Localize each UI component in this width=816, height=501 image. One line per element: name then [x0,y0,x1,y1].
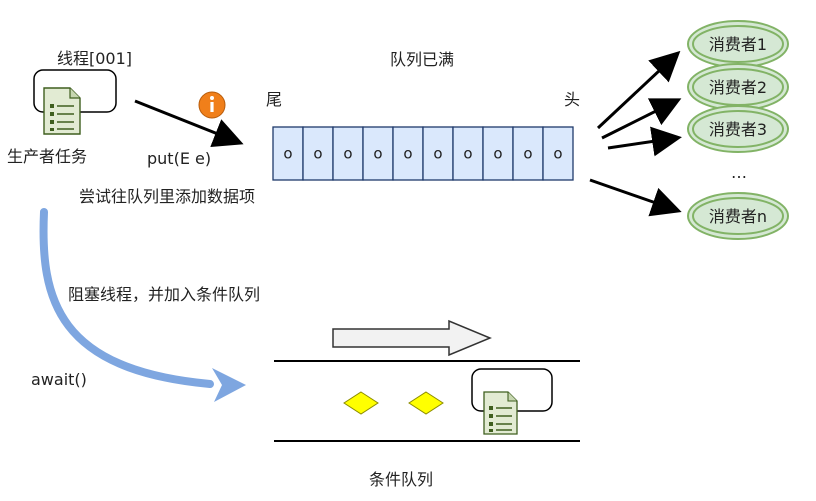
consumer-ellipsis: … [731,163,747,182]
queue-tail-label: 尾 [266,90,283,109]
queue-cell-label: o [283,145,292,163]
condition-direction-arrow [332,319,492,357]
consumer-label: 消费者1 [709,35,767,54]
queue-cell-label: o [433,145,442,163]
queue-cell-label: o [523,145,532,163]
queue-cell [302,126,334,181]
waiting-thread-marker-2 [408,391,444,415]
consumer-node: 消费者1 [687,20,789,68]
queue-cell-label: o [373,145,382,163]
consumer-label: 消费者2 [709,78,767,97]
queue-cell-label: o [463,145,472,163]
await-curve [39,208,214,388]
queue-cell [482,126,514,181]
producer-task-label: 生产者任务 [7,147,88,166]
attempt-label: 尝试往队列里添加数据项 [79,187,256,206]
put-arrow [134,99,244,148]
consumer-arrow-n [589,178,682,217]
queue-cell [422,126,454,181]
consumer-arrow-3 [607,126,682,157]
condition-queue-label: 条件队列 [369,470,434,489]
blocking-label: 阻塞线程，并加入条件队列 [68,285,261,304]
consumer-list: 消费者1 消费者2 消费者3 消费者n [687,20,789,240]
queue-cell [542,126,574,181]
await-arrowhead [212,368,246,402]
queue-cell-label: o [403,145,412,163]
consumer-label: 消费者n [709,207,767,226]
producer-thread-label: 线程[001] [57,49,133,68]
consumer-inner-ring [692,25,784,63]
blocked-task-document-icon [483,391,518,435]
queue-title: 队列已满 [390,50,455,69]
queue-cell-label: o [343,145,352,163]
consumer-label: 消费者3 [709,120,767,139]
put-method-label: put(E e) [147,149,212,168]
queue-cell [362,126,394,181]
consumer-node: 消费者2 [687,63,789,111]
consumer-node: 消费者3 [687,105,789,153]
queue-cell-label: o [313,145,322,163]
consumer-arrow-2 [601,98,682,140]
await-label: await() [31,370,87,389]
queue-cell-label: o [493,145,502,163]
consumer-arrow-1 [596,50,681,130]
queue-head-label: 头 [564,90,581,109]
waiting-thread-marker-1 [343,391,379,415]
document-checklist-icon [43,87,81,135]
consumer-inner-ring [692,110,784,148]
consumer-outer-ring [687,105,789,153]
consumer-inner-ring [692,197,784,235]
consumer-outer-ring [687,192,789,240]
info-icon [198,91,226,119]
consumer-node: 消费者n [687,192,789,240]
queue-cell-label: o [553,145,562,163]
